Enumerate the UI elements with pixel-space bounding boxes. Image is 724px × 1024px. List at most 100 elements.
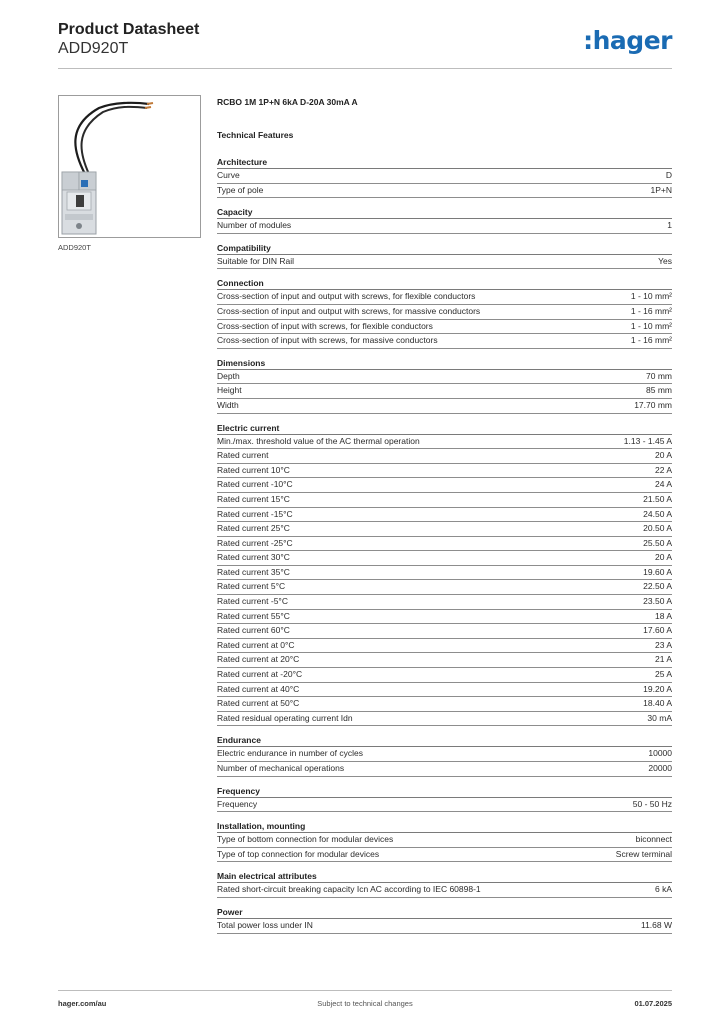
image-caption: ADD920T (58, 243, 91, 252)
spec-value: 1 (667, 220, 672, 231)
spec-label: Rated current -15°C (217, 508, 293, 519)
spec-value: 1 - 16 mm² (630, 335, 672, 346)
section-title: Connection (217, 278, 672, 291)
spec-value: 1P+N (650, 184, 673, 195)
spec-row: Rated current 20 A (217, 449, 672, 464)
spec-value: 70 mm (646, 370, 672, 381)
spec-value: 24.50 A (643, 508, 672, 519)
section-title: Capacity (217, 207, 672, 220)
section-title: Endurance (217, 735, 672, 748)
section-title: Frequency (217, 786, 672, 798)
product-title: RCBO 1M 1P+N 6kA D-20A 30mA A (217, 97, 358, 107)
spec-value: 85 mm (646, 385, 672, 396)
spec-value: 20.50 A (643, 523, 672, 534)
spec-label: Number of mechanical operations (217, 763, 345, 773)
section-title: Electric current (217, 423, 672, 435)
spec-label: Type of top connection for modular devic… (217, 848, 380, 859)
spec-label: Rated current at 40°C (217, 683, 300, 694)
spec-label: Total power loss under IN (217, 919, 313, 930)
spec-label: Depth (217, 370, 240, 381)
spec-label: Rated current (217, 450, 269, 461)
spec-row: Rated current at 40°C 19.20 A (217, 683, 672, 698)
spec-value: 22.50 A (643, 581, 672, 592)
section-title: Compatibility (217, 243, 672, 255)
spec-value: 20 A (654, 450, 672, 461)
spec-value: 19.20 A (643, 683, 672, 694)
spec-label: Rated current at -20°C (217, 669, 303, 680)
spec-label: Curve (217, 170, 240, 180)
spec-label: Cross-section of input with screws, for … (217, 320, 433, 331)
spec-label: Cross-section of input and output with s… (217, 291, 476, 302)
spec-value: 21 A (654, 654, 672, 665)
spec-row: Rated current at 20°C 21 A (217, 653, 672, 669)
spec-value: 22 A (654, 464, 672, 475)
spec-row: Rated current 55°C 18 A (217, 610, 672, 625)
spec-value: 23 A (654, 639, 672, 650)
spec-label: Cross-section of input with screws, for … (217, 335, 438, 346)
spec-value: 1.13 - 1.45 A (623, 435, 672, 446)
spec-row: Suitable for DIN Rail Yes (217, 255, 672, 270)
spec-value: 19.60 A (643, 566, 672, 577)
spec-value: 11.68 W (640, 919, 672, 930)
spec-value: Screw terminal (615, 848, 672, 859)
spec-row: Type of top connection for modular devic… (217, 848, 672, 863)
spec-label: Cross-section of input and output with s… (217, 305, 481, 316)
spec-value: 17.60 A (643, 625, 672, 636)
spec-label: Suitable for DIN Rail (217, 255, 295, 266)
product-code: ADD920T (58, 40, 129, 57)
rcbo-device-icon (61, 101, 154, 235)
spec-value: biconnect (635, 834, 672, 845)
spec-value: 1 - 10 mm² (630, 320, 672, 331)
spec-value: 20 A (654, 552, 672, 563)
spec-label: Rated short-circuit breaking capacity Ic… (217, 884, 481, 895)
header-divider (58, 68, 672, 69)
spec-value: 50 - 50 Hz (632, 798, 672, 809)
page-header: Product Datasheet ADD920T :hager (58, 20, 672, 70)
spec-label: Rated current 35°C (217, 566, 290, 577)
section-title: Dimensions (217, 358, 672, 370)
spec-label: Height (217, 385, 242, 396)
spec-row: Height 85 mm (217, 384, 672, 399)
spec-value: 25.50 A (643, 537, 672, 548)
spec-value: 1 - 16 mm² (630, 305, 672, 316)
spec-label: Min./max. threshold value of the AC ther… (217, 435, 420, 446)
spec-value: Yes (658, 255, 672, 266)
spec-label: Rated current -25°C (217, 537, 293, 548)
section-title: Power (217, 907, 672, 919)
spec-label: Rated current -10°C (217, 479, 293, 490)
hager-logo: :hager (583, 26, 672, 55)
footer-date: 01.07.2025 (634, 999, 672, 1008)
spec-label: Rated current -5°C (217, 596, 288, 607)
spec-value: D (665, 170, 672, 180)
datasheet-content: RCBO 1M 1P+N 6kA D-20A 30mA A Technical … (217, 97, 672, 943)
spec-label: Type of bottom connection for modular de… (217, 834, 394, 845)
spec-label: Rated current at 20°C (217, 654, 300, 665)
spec-value: 18.40 A (643, 698, 672, 709)
spec-value: 17.70 mm (634, 399, 672, 410)
spec-value: 30 mA (647, 712, 672, 723)
spec-value: 24 A (654, 479, 672, 490)
spec-label: Electric endurance in number of cycles (217, 748, 363, 759)
section-title: Main electrical attributes (217, 871, 672, 884)
spec-label: Rated current 55°C (217, 610, 290, 621)
spec-label: Type of pole (217, 184, 264, 195)
spec-value: 18 A (654, 610, 672, 621)
